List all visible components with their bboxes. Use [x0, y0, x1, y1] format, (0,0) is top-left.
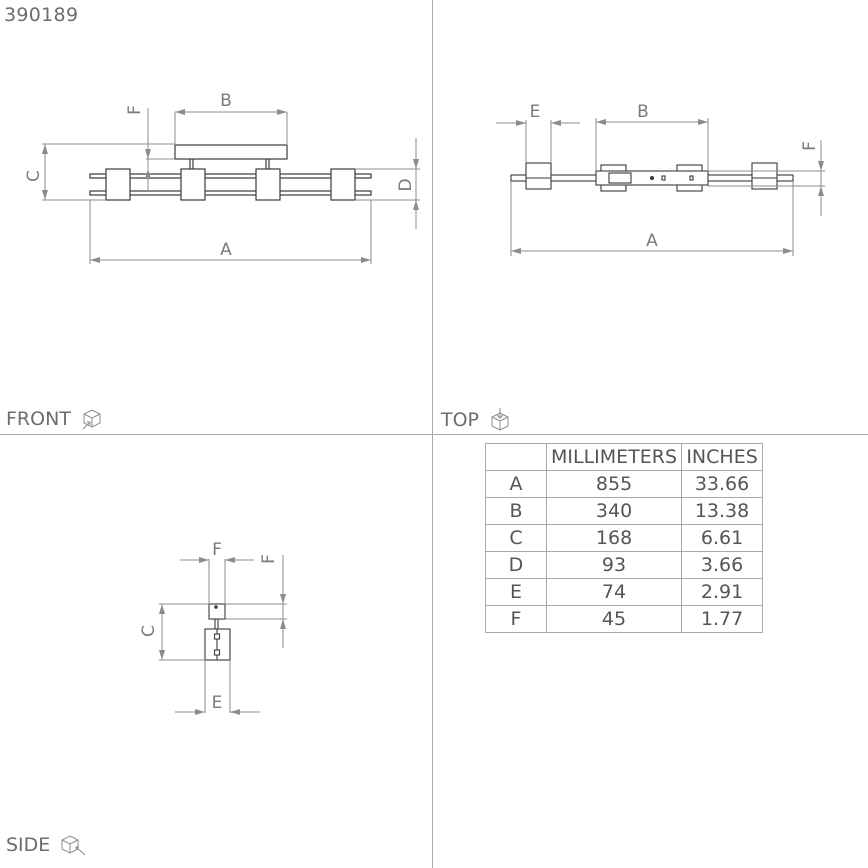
- front-dim-b-label: B: [220, 91, 232, 111]
- dim-key-cell: C: [485, 524, 547, 552]
- top-view-title: TOP: [441, 409, 480, 431]
- dim-key-cell: B: [485, 497, 547, 525]
- dim-mm-cell: 45: [545, 605, 683, 633]
- dim-in-cell: 2.91: [681, 578, 764, 606]
- side-dim-e-label: E: [212, 693, 223, 713]
- iso-cube-top-icon: [491, 408, 509, 431]
- table-row: F 45 1.77: [485, 605, 764, 633]
- dim-in-cell: 13.38: [681, 497, 764, 525]
- front-dim-c-label: C: [24, 170, 44, 182]
- top-dim-e-label: E: [530, 102, 541, 122]
- side-view-label: SIDE: [6, 834, 86, 856]
- top-view-label: TOP: [441, 408, 511, 432]
- side-view-title: SIDE: [6, 834, 51, 856]
- front-dim-d-label: D: [396, 178, 416, 191]
- table-row: B 340 13.38: [485, 497, 764, 525]
- table-row: E 74 2.91: [485, 578, 764, 606]
- dim-mm-cell: 168: [545, 524, 683, 552]
- dim-key-cell: A: [485, 470, 547, 498]
- front-view-title: FRONT: [6, 408, 71, 430]
- table-header-cell: MILLIMETERS: [545, 443, 683, 471]
- dim-mm-cell: 855: [545, 470, 683, 498]
- dim-mm-cell: 74: [545, 578, 683, 606]
- front-view-drawing: B A C F D: [24, 91, 420, 264]
- dimensions-table: MILLIMETERS INCHES A 855 33.66 B 340 13.…: [485, 443, 764, 633]
- dim-in-cell: 3.66: [681, 551, 764, 579]
- table-row: D 93 3.66: [485, 551, 764, 579]
- dim-in-cell: 1.77: [681, 605, 764, 633]
- dim-key-cell: D: [485, 551, 547, 579]
- table-header-row: MILLIMETERS INCHES: [485, 443, 764, 471]
- top-dim-a-label: A: [646, 231, 658, 251]
- side-dim-f-vertical-label: F: [259, 554, 279, 564]
- table-header-cell: INCHES: [681, 443, 764, 471]
- front-view-label: FRONT: [6, 408, 103, 430]
- table-row: C 168 6.61: [485, 524, 764, 552]
- dim-in-cell: 33.66: [681, 470, 764, 498]
- iso-cube-front-icon: [82, 409, 101, 430]
- dim-mm-cell: 93: [545, 551, 683, 579]
- table-row: A 855 33.66: [485, 470, 764, 498]
- top-dim-f-label: F: [800, 141, 820, 151]
- front-dim-f-label: F: [125, 105, 145, 115]
- product-id: 390189: [4, 4, 79, 26]
- dim-key-cell: F: [485, 605, 547, 633]
- dim-in-cell: 6.61: [681, 524, 764, 552]
- iso-cube-side-icon: [61, 835, 86, 856]
- side-dim-c-label: C: [139, 625, 159, 637]
- top-dim-b-label: B: [637, 102, 649, 122]
- dim-key-cell: E: [485, 578, 547, 606]
- dim-mm-cell: 340: [545, 497, 683, 525]
- table-header-cell: [485, 443, 547, 471]
- front-dim-a-label: A: [220, 240, 232, 260]
- quadrant-divider-horizontal: [0, 434, 868, 435]
- side-dim-f-horizontal-label: F: [212, 540, 222, 560]
